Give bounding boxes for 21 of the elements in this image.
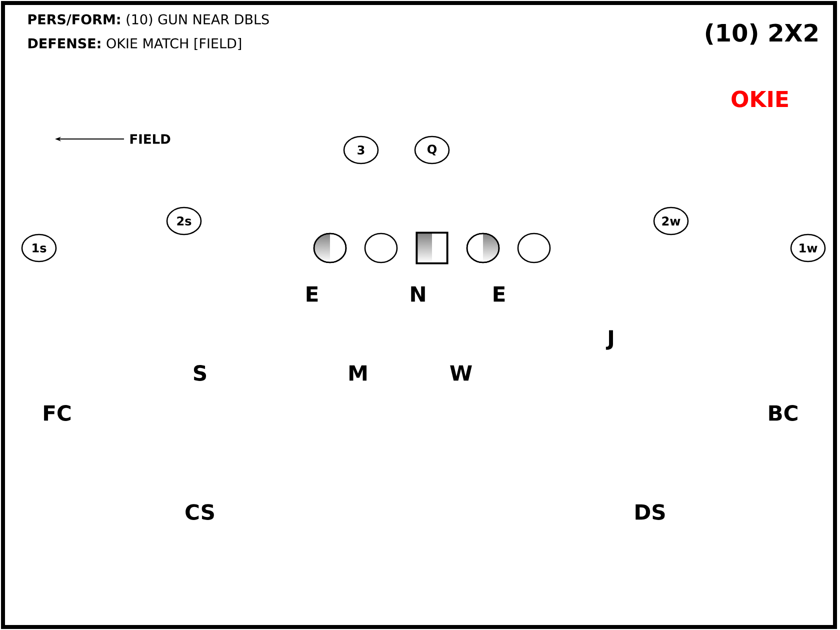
lineman-circle xyxy=(313,232,347,264)
play-title: (10) 2X2 xyxy=(706,23,818,45)
defender-letter: J xyxy=(606,330,613,350)
defender-letter: M xyxy=(349,365,367,381)
defender-letter: N xyxy=(411,286,425,302)
defense-name: OKIE xyxy=(732,90,788,108)
defender-letter: BC xyxy=(769,405,798,421)
defender-letter: W xyxy=(450,365,472,381)
defender-letter: FC xyxy=(44,405,71,421)
defender-letter: CS xyxy=(186,504,214,520)
header-text: PERS/FORM: (10) GUN NEAR DBLS xyxy=(28,14,269,26)
defender-letter: E xyxy=(494,286,505,302)
defender-letter: S xyxy=(194,365,206,381)
lineman-circle xyxy=(517,232,551,264)
header-text: DEFENSE: OKIE MATCH [FIELD] xyxy=(28,38,242,50)
lineman-circle xyxy=(364,232,398,264)
lineman-circle xyxy=(466,232,500,264)
defender-letter: DS xyxy=(636,504,665,520)
defender-letter: E xyxy=(306,286,318,302)
direction-label: FIELD xyxy=(130,134,170,144)
center-square xyxy=(416,232,448,264)
